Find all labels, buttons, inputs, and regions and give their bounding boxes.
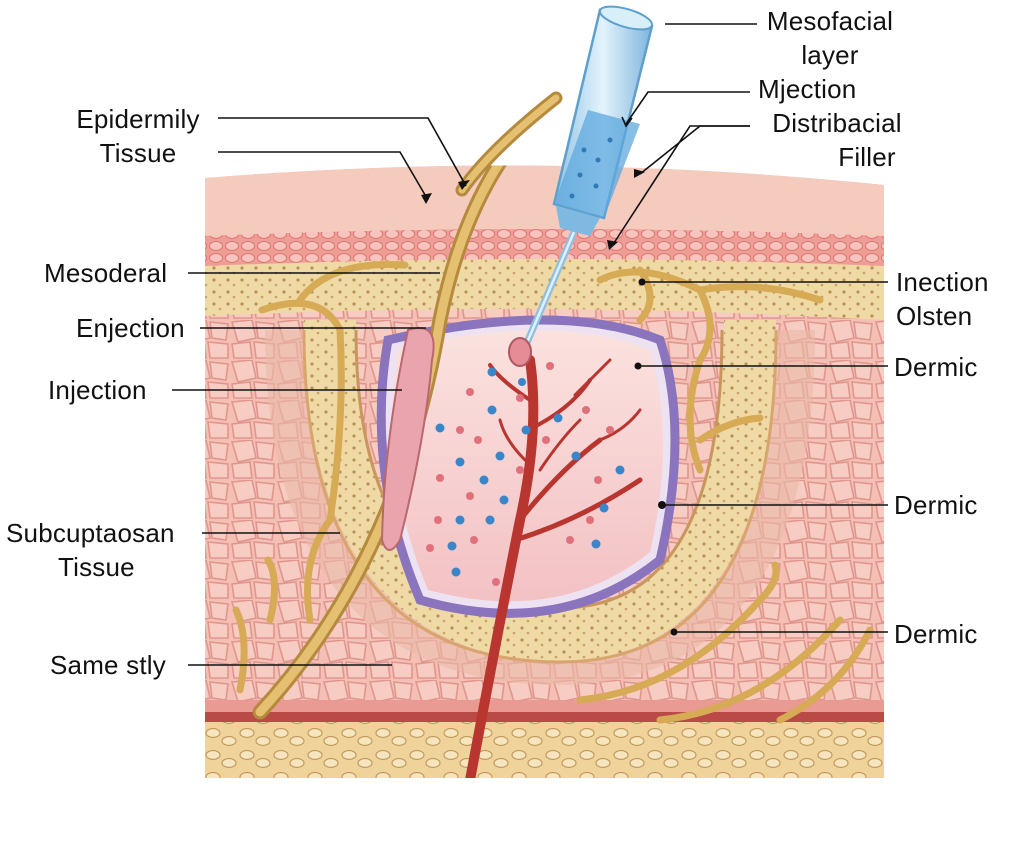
mesoderm-layer [205, 259, 884, 320]
label-inection-olsten: Inection Olsten [896, 265, 989, 333]
deep-band [205, 700, 884, 712]
label-mesoderal: Mesoderal [44, 258, 168, 288]
label-line: Tissue [58, 552, 135, 582]
label-enjection: Enjection [76, 313, 185, 343]
syringe [508, 5, 654, 367]
label-same-stly: Same stly [50, 650, 166, 680]
tissue-block [205, 165, 884, 779]
label-line: Mesofacial [766, 6, 894, 36]
label-line: layer [801, 40, 859, 70]
label-line: Olsten [896, 301, 973, 331]
needle-droplet [508, 337, 532, 367]
label-distribacial-filler: Distribacial Filler [752, 106, 922, 174]
label-line: Subcuptaosan [6, 518, 175, 548]
subcutaneous-fat [205, 722, 884, 779]
filler-particles [426, 362, 625, 586]
label-mesofacial-layer: Mesofacial layer [755, 4, 905, 72]
label-line: Tissue [99, 138, 177, 168]
label-epidermily-tissue: Epidermily Tissue [52, 102, 224, 170]
label-line: Epidermily [76, 104, 200, 134]
label-line: Filler [838, 142, 896, 172]
nerve-branches-left [232, 260, 409, 694]
injection-bulb [380, 327, 435, 551]
vessel-band [205, 712, 884, 722]
leader-arrowheads [421, 169, 645, 250]
epidermis-band [205, 165, 884, 236]
blood-vessel-tree [465, 355, 643, 779]
label-dermic-1: Dermic [894, 352, 978, 382]
label-line: Distribacial [772, 108, 902, 138]
follicle-sheath [304, 319, 776, 662]
label-dermic-3: Dermic [894, 619, 978, 649]
label-injection: Injection [48, 375, 147, 405]
stratum-layer [205, 229, 884, 268]
label-line: Inection [896, 267, 989, 297]
label-subcuptaosan-tissue: Subcuptaosan Tissue [6, 516, 175, 584]
label-dermic-2: Dermic [894, 490, 978, 520]
leader-lines [172, 23, 888, 666]
nerve-branches-right [576, 266, 874, 724]
label-mjection: Mjection [758, 74, 857, 104]
leader-dots [634, 278, 678, 636]
